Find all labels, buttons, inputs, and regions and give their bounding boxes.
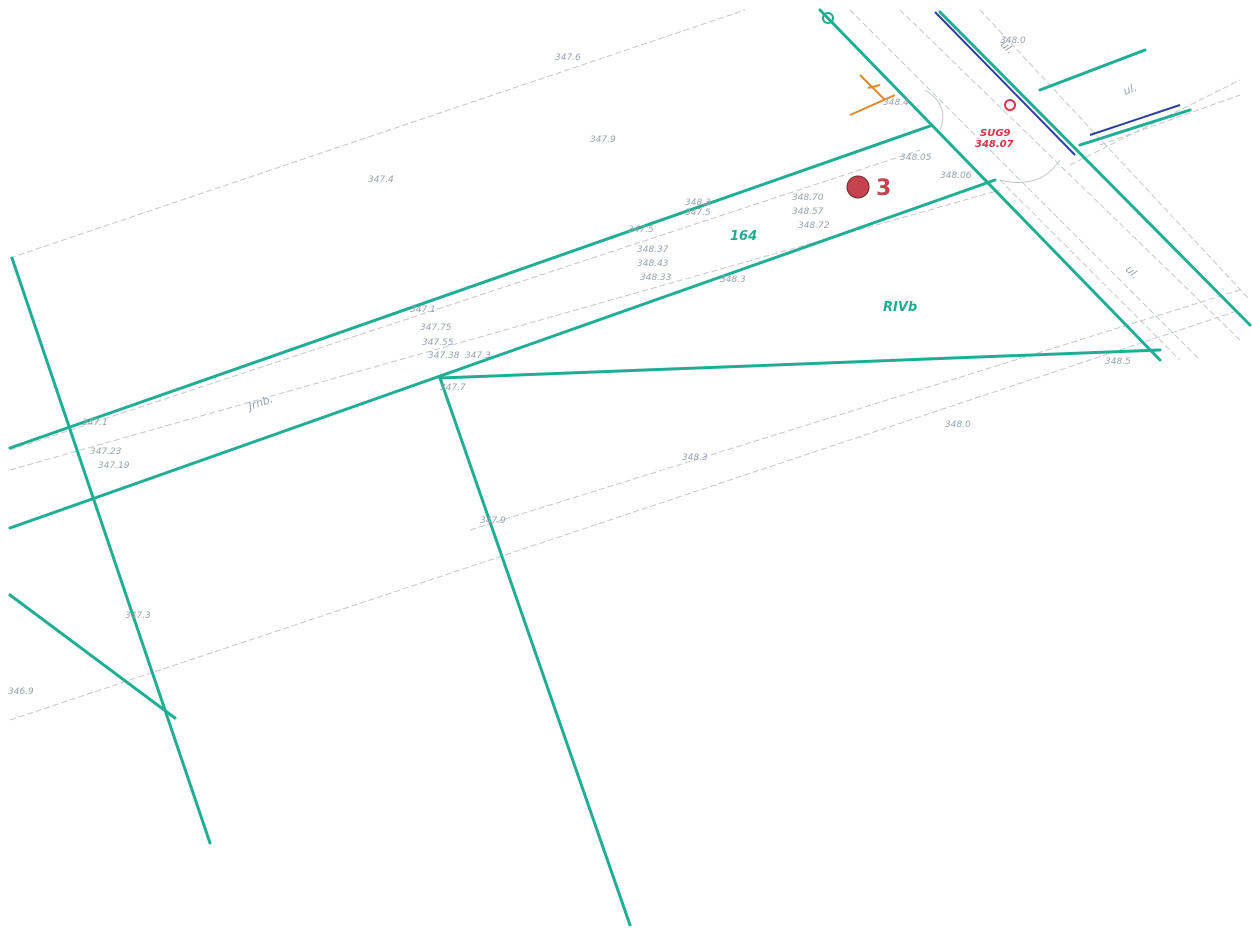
road-label: Jrnb. [245, 392, 275, 413]
elevation-label: 348.72 [798, 221, 830, 231]
elevation-label: 347.9 [480, 516, 506, 526]
elevation-label: 347.3 [465, 351, 491, 361]
elevation-label: 348.06 [940, 171, 972, 181]
elevation-label: 347.9 [590, 135, 616, 145]
survey-point-icon [822, 12, 834, 24]
elevation-label: 348.05 [900, 153, 932, 163]
elevation-label: 347.23 [90, 447, 122, 457]
elevation-label: 347.19 [98, 461, 130, 471]
elevation-label: 348.37 [637, 245, 669, 255]
elevation-label: 347.3 [125, 611, 151, 621]
elevation-label: 347.4 [368, 175, 394, 185]
road-curve [924, 89, 944, 131]
street-label: ul. [1123, 263, 1142, 282]
parcel-number: 164 [730, 229, 757, 244]
marker-number: 3 [876, 176, 891, 201]
elevation-label: 348.70 [792, 193, 824, 203]
street-label: ul. [1122, 81, 1139, 98]
elevation-label: 347.6 [555, 53, 581, 63]
elevation-label: 347.7 [440, 383, 466, 393]
elevation-label: 348.3 [685, 198, 711, 208]
elevation-label: 348.3 [720, 275, 746, 285]
elevation-label: 348.0 [1000, 36, 1026, 46]
orange-feature [849, 74, 896, 116]
road-curve [999, 159, 1061, 183]
elevation-label: 348.33 [640, 273, 672, 283]
parcel-boundaries [8, 8, 1252, 927]
elevation-label: 347.5 [628, 225, 654, 235]
utility-label-top: SUG9 [980, 128, 1011, 139]
elevation-label: 347.75 [420, 323, 452, 333]
elevation-label: 346.9 [8, 687, 34, 697]
elevation-label: 348.57 [792, 207, 824, 217]
elevation-label: 347.5 [685, 208, 711, 218]
elevation-label: 348.4 [883, 98, 909, 108]
survey-lines [9, 9, 1251, 721]
elevation-label: 348.5 [1105, 357, 1131, 367]
elevation-label: 347.1 [410, 305, 436, 315]
elevation-label: 348.3 [682, 453, 708, 463]
location-marker-icon[interactable] [846, 175, 870, 199]
elevation-labels: 347.6 347.9 347.4 348.4 348.05 348.06 34… [8, 36, 1131, 697]
elevation-label: 347.38 [428, 351, 460, 361]
elevation-label: 348.0 [945, 420, 971, 430]
utility-node-icon [1004, 99, 1016, 111]
elevation-label: 347.55 [422, 338, 454, 348]
elevation-label: 348.43 [637, 259, 669, 269]
elevation-label: 347.1 [82, 418, 108, 428]
soil-class-label: RIVb [883, 300, 917, 315]
utility-label-bottom: 348.07 [975, 139, 1014, 150]
utility-line [934, 11, 1181, 156]
